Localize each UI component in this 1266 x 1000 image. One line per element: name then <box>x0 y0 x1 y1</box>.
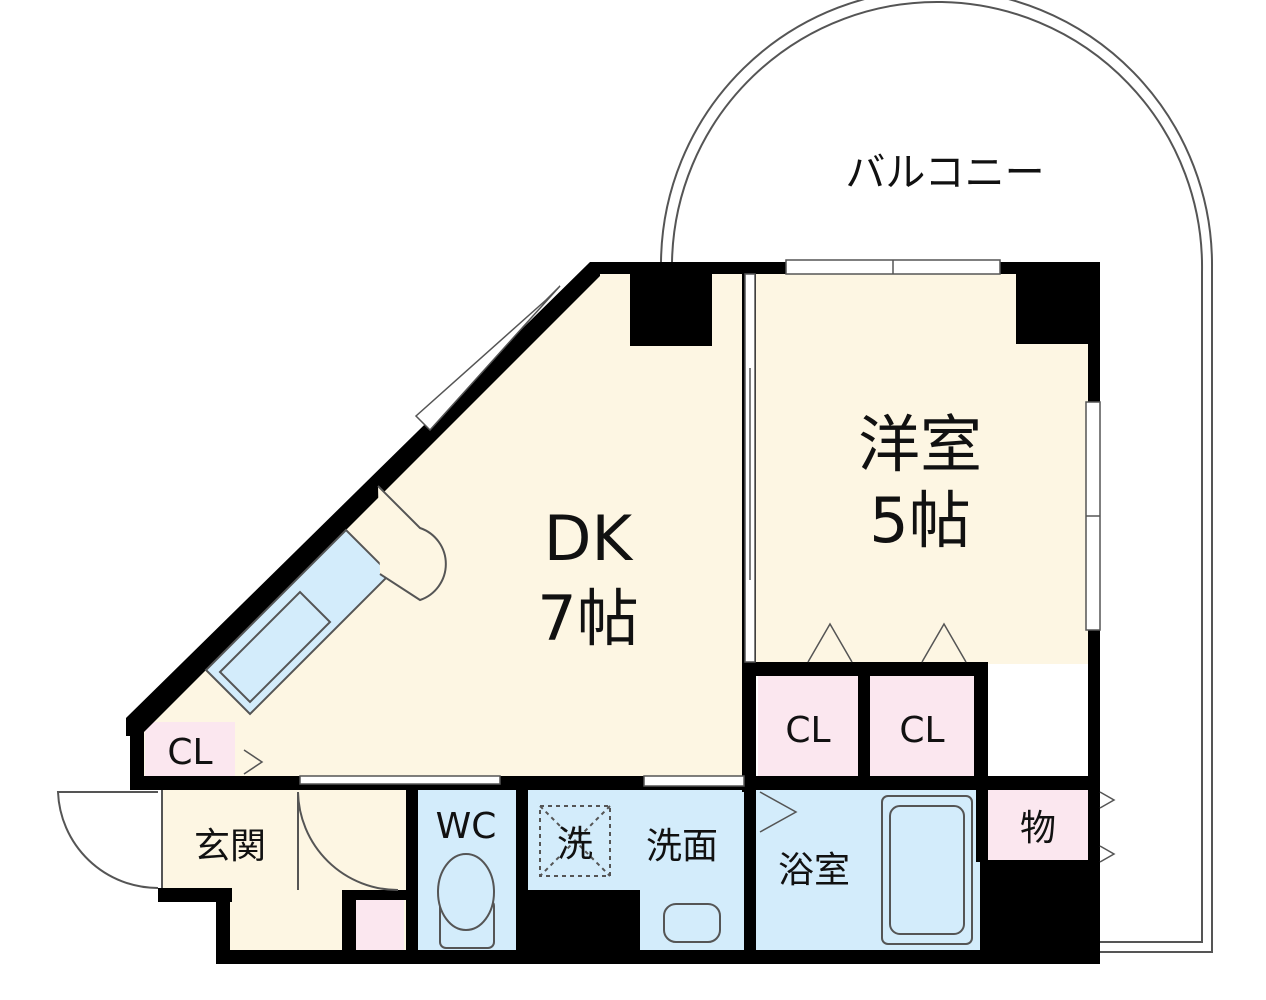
closet-1-floor <box>758 676 858 776</box>
storage-label: 物 <box>1020 808 1056 849</box>
bathtub-inner <box>889 805 965 935</box>
closet-dk-floor <box>145 722 235 778</box>
balcony-label: バルコニー <box>845 150 1044 196</box>
bathroom-label: 浴室 <box>778 850 850 891</box>
kitchen <box>204 485 447 716</box>
fixtures <box>437 795 973 949</box>
western-room-size: 5帖 <box>869 484 970 557</box>
entrance-label: 玄関 <box>194 826 266 867</box>
wc-label: WC <box>436 806 497 847</box>
dk-floor <box>135 272 745 778</box>
washbasin <box>663 903 721 943</box>
closet-door-marks <box>243 622 1116 863</box>
range-hood <box>377 485 447 602</box>
dk-size: 7帖 <box>537 582 638 655</box>
windows <box>414 259 1101 631</box>
balcony-area <box>660 0 1214 953</box>
toilet-bowl <box>437 853 495 931</box>
closet-dk-label: CL <box>167 732 212 773</box>
doors <box>56 790 399 891</box>
storage-floor <box>988 790 1088 860</box>
washer-label: 洗 <box>557 824 593 865</box>
closet-2-floor <box>870 676 974 776</box>
sliding-doors <box>299 273 756 787</box>
washroom-label: 洗面 <box>646 826 718 867</box>
washer-pan <box>539 805 611 877</box>
dk-name: DK <box>544 502 634 575</box>
closet-1-label: CL <box>785 710 830 751</box>
small-closet-floor <box>354 900 404 950</box>
kitchen-sink <box>218 590 332 704</box>
western-room-name: 洋室 <box>858 408 982 481</box>
closet-2-label: CL <box>899 710 944 751</box>
